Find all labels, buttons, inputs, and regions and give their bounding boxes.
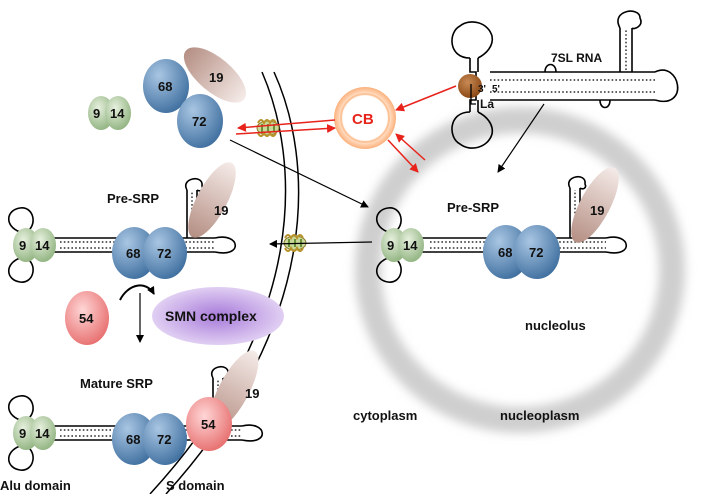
protein-14-nuc <box>398 228 424 262</box>
protein-14-mature <box>30 416 56 450</box>
curved-arrow <box>119 284 155 301</box>
protein-72-cyto <box>143 227 187 279</box>
nucleolus-label: nucleolus <box>525 318 586 333</box>
protein-9-nuc-label: 9 <box>387 238 394 253</box>
smn-complex <box>152 287 284 345</box>
red-arrows <box>235 85 457 173</box>
protein-54-free <box>65 291 109 345</box>
protein-19-mature-label: 19 <box>245 386 259 401</box>
protein-72-nuc <box>514 225 560 279</box>
protein-19-cyto <box>188 162 236 238</box>
alu-domain-label: Alu domain <box>0 478 71 493</box>
mature-srp-label: Mature SRP <box>80 376 153 391</box>
three-prime-label: 3' <box>478 84 486 95</box>
protein-68-free <box>143 59 189 113</box>
la-protein <box>458 74 482 98</box>
smn-complex-label: SMN complex <box>165 308 257 324</box>
protein-9-mature-label: 9 <box>19 426 26 441</box>
protein-72-nuc-label: 72 <box>529 245 543 260</box>
protein-14-cyto-label: 14 <box>35 238 50 253</box>
protein-72-free <box>177 94 223 148</box>
protein-72-free-label: 72 <box>192 114 206 129</box>
cb-label: CB <box>352 111 374 128</box>
protein-14-free-label: 14 <box>110 106 125 121</box>
protein-68-cyto <box>112 227 156 279</box>
protein-19-free-label: 19 <box>209 70 223 85</box>
protein-54-mature-label: 54 <box>201 417 216 432</box>
protein-72-mature-label: 72 <box>157 432 171 447</box>
rna-7sl-label: 7SL RNA <box>551 51 602 65</box>
protein-68-cyto-label: 68 <box>126 246 140 261</box>
protein-68-mature <box>112 413 156 465</box>
protein-19-nuc <box>571 167 619 243</box>
protein-14-cyto <box>30 228 56 262</box>
protein-54-free-label: 54 <box>79 311 94 326</box>
protein-19-nuc-label: 19 <box>590 203 604 218</box>
five-prime-label: 5' <box>492 84 500 95</box>
nucleoplasm-label: nucleoplasm <box>500 408 579 423</box>
cytoplasm-label: cytoplasm <box>353 408 417 423</box>
nucleolus-ring <box>355 107 685 433</box>
la-label: La <box>480 97 494 111</box>
protein-19-cyto-label: 19 <box>214 203 228 218</box>
protein-54-mature <box>186 397 232 451</box>
s-domain-label: S domain <box>166 478 225 493</box>
protein-19-free <box>183 47 247 103</box>
protein-72-cyto-label: 72 <box>157 246 171 261</box>
la-bracket <box>470 84 476 105</box>
protein-9-cyto-label: 9 <box>19 238 26 253</box>
protein-14-free <box>105 96 131 130</box>
protein-68-nuc-label: 68 <box>498 245 512 260</box>
cajal-body <box>334 87 396 149</box>
pre-srp-cyto-label: Pre-SRP <box>107 191 159 206</box>
protein-14-mature-label: 14 <box>35 426 50 441</box>
protein-68-free-label: 68 <box>158 79 172 94</box>
nuclear-pore-icon <box>283 234 307 252</box>
protein-68-mature-label: 68 <box>126 432 140 447</box>
protein-14-nuc-label: 14 <box>403 238 418 253</box>
black-arrows <box>136 103 545 343</box>
nuclear-pore-icon <box>256 119 280 137</box>
rna-7sl <box>451 10 679 149</box>
protein-9-free-label: 9 <box>93 106 100 121</box>
pre-srp-nuc-label: Pre-SRP <box>447 200 499 215</box>
protein-72-mature <box>143 413 187 465</box>
